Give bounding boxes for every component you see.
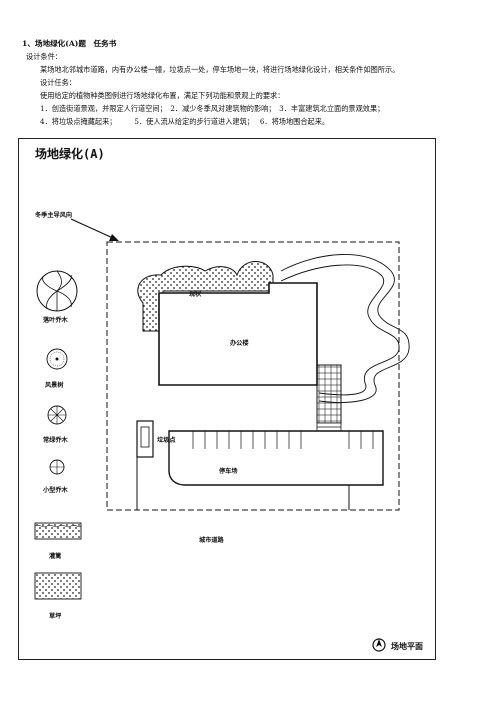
legend-hedge-label: 灌篱: [49, 553, 62, 560]
requirements-line-1: 1．创造街道景观，并限定人行道空间； 2．减少冬季风对建筑物的影响； 3．丰富建…: [40, 104, 385, 113]
trash-bin-icon: [140, 426, 150, 448]
legend-evergreen-label: 常绿乔木: [43, 437, 68, 444]
task-intro: 使用给定的植物种类图例进行场地绿化布置，满足下列功能和景观上的要求：: [40, 91, 285, 100]
lawn-icon: [34, 572, 82, 600]
parking-lot-label: 停车场: [219, 468, 238, 475]
site-plan-label: 场地平面: [391, 642, 423, 651]
legend-small-tree-label: 小型乔木: [43, 487, 68, 494]
site-plan-drawing: [34, 218, 410, 652]
site-boundary: [106, 241, 400, 511]
site-drawing-frame: 场地绿化(A) 冬季主导风向 落叶乔木 风景树 常绿乔木 小型乔木 灌篱 草坪 …: [18, 138, 436, 660]
task-title: 设计任务：: [40, 78, 76, 87]
existing-vegetation-label: 现状: [189, 291, 202, 298]
parking-stalls: [192, 431, 374, 449]
existing-vegetation: [137, 261, 274, 332]
legend-lawn-label: 草坪: [49, 613, 62, 620]
trash-point-label: 垃圾点: [157, 437, 176, 444]
hedge-icon: [34, 522, 82, 540]
winding-path-outer: [280, 254, 410, 403]
wind-arrow-icon: [70, 218, 119, 241]
winding-path-inner: [280, 264, 400, 396]
requirements-line-2: 4．将垃圾点掩藏起来； 5．使人流从给定的步行道进入建筑； 6．将场地围合起来。: [40, 117, 330, 126]
deciduous-tree-icon: [36, 270, 78, 312]
city-road-label: 城市道路: [199, 537, 224, 544]
drawing-title: 场地绿化(A): [35, 147, 105, 161]
conditions-body: 某场地北邻城市道路，内有办公楼一幢，垃圾点一处，停车场地一块，将进行场地绿化设计…: [40, 65, 400, 74]
task-heading: 1、场地绿化(A)题 任务书: [22, 39, 117, 48]
walkway-grid: [316, 364, 342, 424]
small-tree-icon: [49, 459, 65, 475]
legend-landscape-label: 风景树: [45, 382, 64, 389]
office-building: [158, 282, 318, 386]
north-arrow-icon: [372, 638, 386, 652]
landscape-tree-icon: [46, 348, 68, 370]
wind-direction-label: 冬季主导风向: [35, 212, 73, 219]
evergreen-tree-icon: [47, 405, 67, 425]
legend-deciduous-label: 落叶乔木: [43, 317, 68, 324]
office-building-label: 办公楼: [230, 340, 249, 347]
parking-lot: [168, 430, 384, 486]
conditions-title: 设计条件：: [26, 52, 62, 61]
